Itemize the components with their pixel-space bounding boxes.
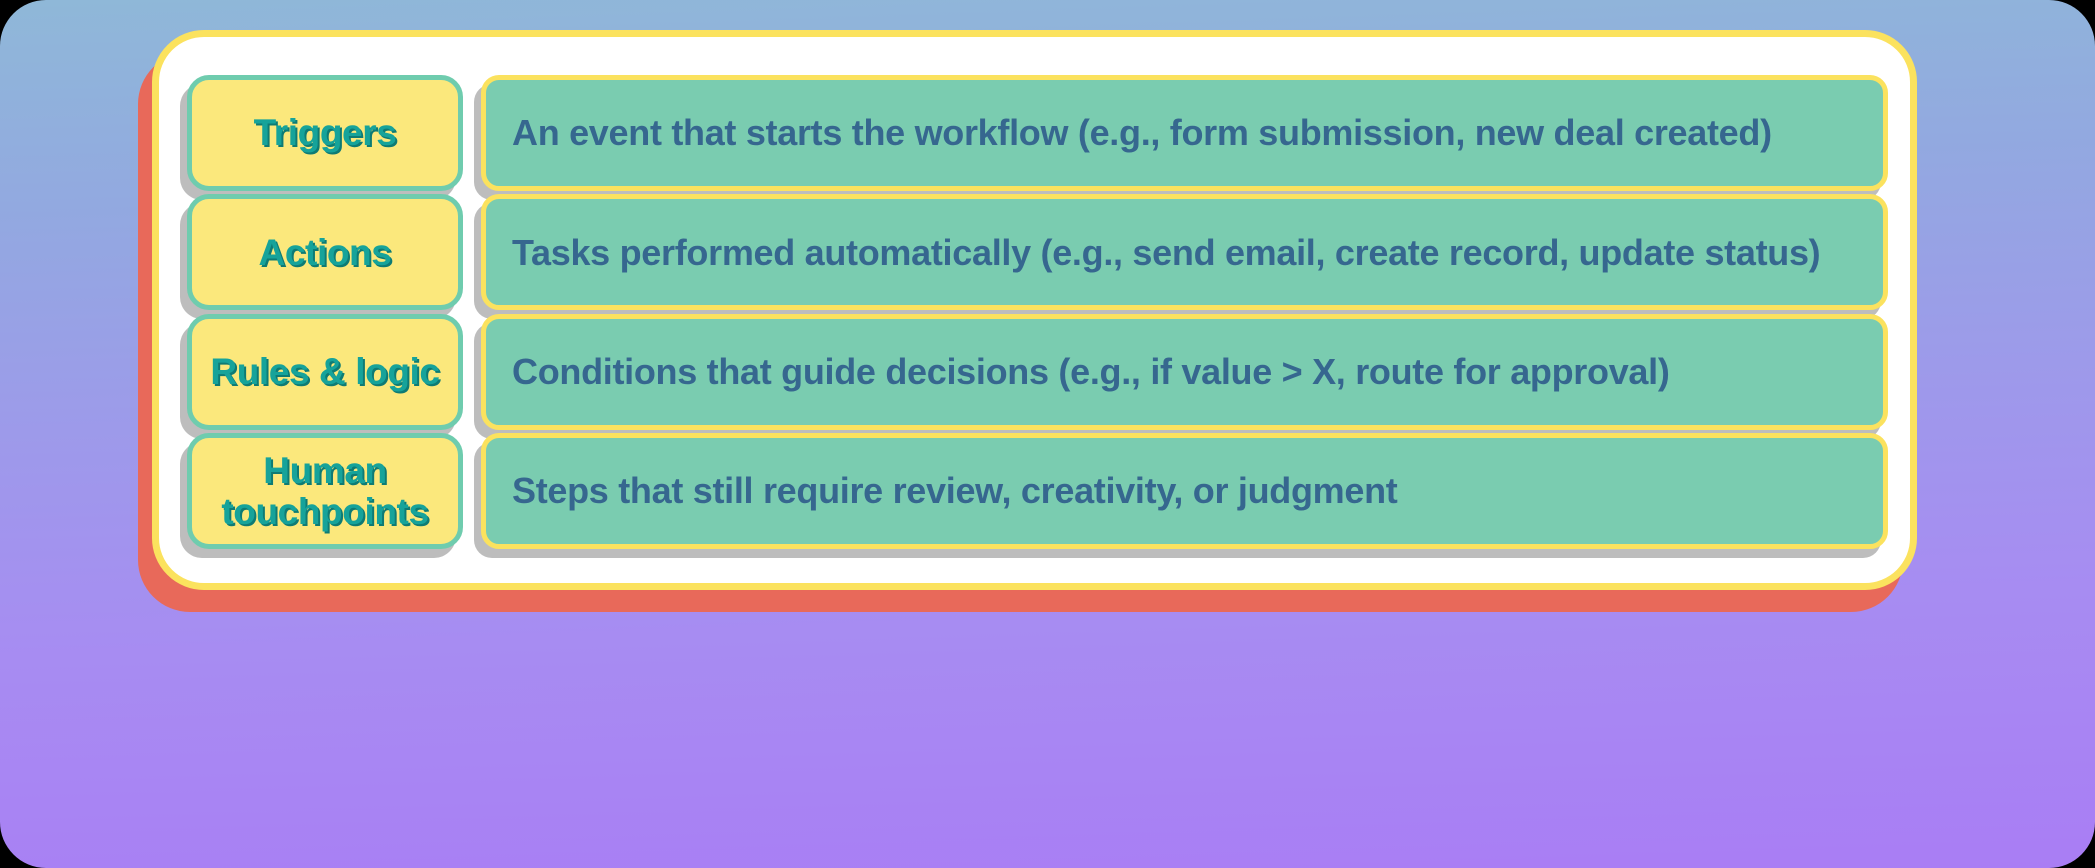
row-description-human-touchpoints: Steps that still require review, creativ… xyxy=(481,432,1888,549)
table-row: Triggers An event that starts the workfl… xyxy=(187,75,1888,191)
row-description-rules-and-logic: Conditions that guide decisions (e.g., i… xyxy=(481,313,1888,430)
row-description-actions: Tasks performed automatically (e.g., sen… xyxy=(481,194,1888,311)
label-text: Triggers xyxy=(253,112,397,154)
row-label-human-touchpoints: Human touchpoints xyxy=(187,432,463,549)
row-label-triggers: Triggers xyxy=(187,75,463,191)
label-text: Human touchpoints xyxy=(221,449,429,532)
label-text: Actions xyxy=(258,231,392,273)
table-row: Human touchpoints Steps that still requi… xyxy=(187,432,1888,549)
table-row: Actions Tasks performed automatically (e… xyxy=(187,194,1888,311)
row-label-actions: Actions xyxy=(187,194,463,311)
description-text: An event that starts the workflow (e.g.,… xyxy=(512,112,1772,154)
description-text: Tasks performed automatically (e.g., sen… xyxy=(512,231,1821,273)
row-label-rules-and-logic: Rules & logic xyxy=(187,313,463,430)
table-row: Rules & logic Conditions that guide deci… xyxy=(187,313,1888,430)
workflow-components-card: Triggers An event that starts the workfl… xyxy=(152,30,1917,590)
description-text: Conditions that guide decisions (e.g., i… xyxy=(512,350,1670,392)
description-text: Steps that still require review, creativ… xyxy=(512,470,1398,512)
row-description-triggers: An event that starts the workflow (e.g.,… xyxy=(481,75,1888,191)
label-text: Rules & logic xyxy=(210,350,440,392)
